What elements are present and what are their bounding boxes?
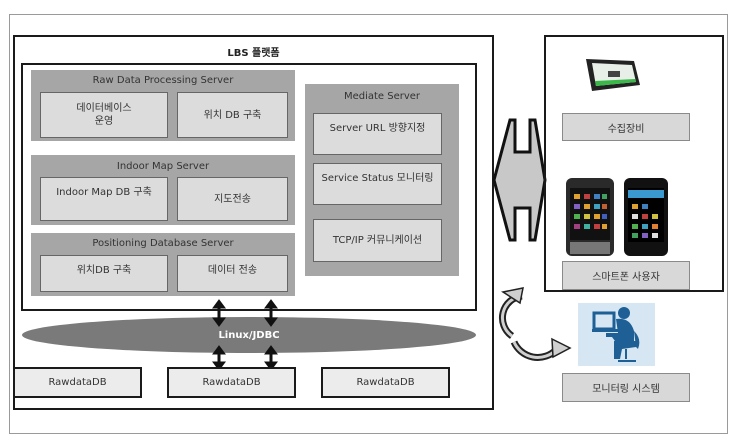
linux-jdbc-layer: Linux/JDBC — [22, 317, 476, 353]
rawdata-db-1: RawdataDB — [13, 367, 142, 398]
sync-cycle-icon — [499, 287, 572, 361]
monitoring-system-label: 모니터링 시스템 — [562, 373, 690, 402]
rawdata-db-3: RawdataDB — [321, 367, 450, 398]
server-url-routing-box: Server URL 방향지정 — [313, 113, 442, 155]
operator-icon — [578, 303, 655, 366]
double-arrow-icon — [264, 299, 278, 327]
server-title: Raw Data Processing Server — [92, 75, 234, 86]
lbs-platform-box — [13, 35, 494, 410]
rawdata-db-2: RawdataDB — [167, 367, 296, 398]
server-title: Indoor Map Server — [116, 161, 210, 172]
smartphone-user-label: 스마트폰 사용자 — [562, 261, 690, 290]
diagram-frame — [9, 14, 728, 434]
tcp-ip-communication-box: TCP/IP 커뮤니케이션 — [313, 219, 442, 262]
double-arrow-icon — [264, 345, 278, 371]
smartphone-icon — [566, 178, 668, 256]
db-operation-box: 데이터베이스 운영 — [40, 92, 168, 138]
double-arrow-icon — [212, 299, 226, 327]
double-arrow-icon — [212, 345, 226, 371]
server-group-box — [21, 63, 477, 311]
indoor-map-db-box: Indoor Map DB 구축 — [40, 177, 168, 221]
collector-label: 수집장비 — [562, 113, 690, 141]
position-db-build-box: 위치DB 구축 — [40, 255, 168, 292]
bidirectional-arrow-icon — [492, 118, 547, 242]
client-devices-panel — [544, 35, 724, 292]
tablet-icon — [586, 59, 640, 91]
server-title: Mediate Server — [343, 91, 421, 102]
data-transfer-box: 데이터 전송 — [177, 255, 288, 292]
lbs-platform-title: LBS 플랫폼 — [227, 48, 280, 59]
server-title: Positioning Database Server — [92, 238, 234, 249]
service-status-monitoring-box: Service Status 모니터링 — [313, 163, 442, 205]
map-transfer-box: 지도전송 — [177, 177, 288, 221]
location-db-build-box: 위치 DB 구축 — [177, 92, 288, 138]
